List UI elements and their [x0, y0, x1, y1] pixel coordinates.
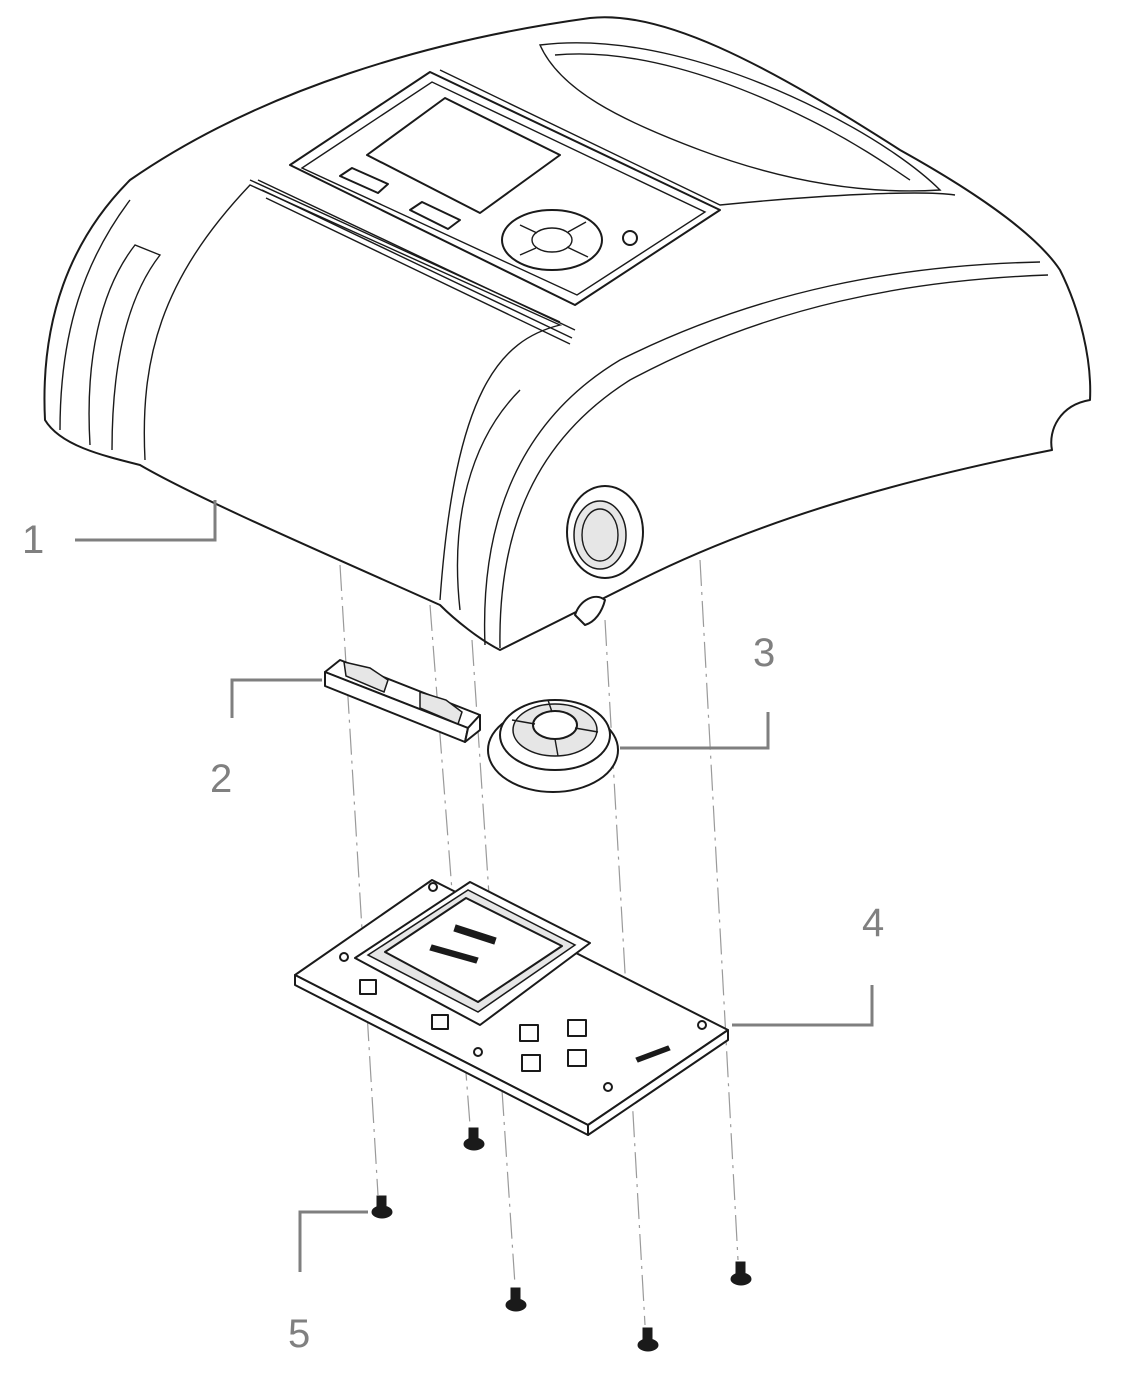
callout-5: 5	[288, 1312, 310, 1356]
leader-4	[732, 985, 874, 1027]
screw	[637, 1327, 659, 1352]
leader-2	[230, 678, 322, 718]
callout-3: 3	[753, 631, 775, 675]
connector-strip	[324, 659, 481, 743]
callout-4: 4	[862, 901, 884, 945]
circuit-board	[294, 879, 729, 1136]
leader-3	[620, 712, 770, 750]
screw	[505, 1287, 527, 1312]
callout-labels: 1 2 3 4 5	[22, 518, 884, 1356]
leader-1	[75, 500, 217, 542]
callout-1: 1	[22, 518, 44, 562]
leader-5	[298, 1210, 368, 1272]
leader-lines	[75, 500, 874, 1272]
callout-2: 2	[210, 757, 232, 801]
screw	[463, 1127, 485, 1151]
screws	[371, 1127, 752, 1352]
round-port-insert	[487, 699, 619, 793]
screw	[371, 1195, 393, 1219]
screw	[730, 1261, 752, 1286]
top-cover	[43, 16, 1092, 651]
